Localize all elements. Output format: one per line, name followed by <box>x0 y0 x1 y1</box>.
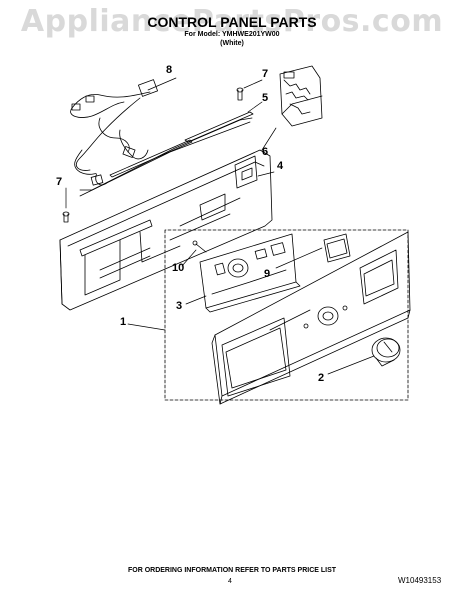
callout-5: 5 <box>262 92 269 104</box>
callout-10: 10 <box>172 262 185 274</box>
leader-lines <box>65 77 375 375</box>
knob <box>371 337 401 367</box>
screw-upper <box>236 87 244 101</box>
model-line: For Model: YMHWE201YW00 <box>184 31 280 38</box>
button-lens <box>323 233 351 263</box>
console-frame <box>59 149 273 311</box>
callout-7-upper: 7 <box>262 68 269 80</box>
callout-4: 4 <box>277 160 284 172</box>
callout-6: 6 <box>262 146 269 158</box>
callout-8: 8 <box>166 64 173 76</box>
page-title: CONTROL PANEL PARTS <box>147 14 317 30</box>
color-line: (White) <box>220 40 244 47</box>
model-subtitle: For Model: YMHWE201YW00 (White) <box>0 30 464 48</box>
callout-9: 9 <box>264 268 271 280</box>
wire-harness <box>70 79 253 197</box>
page-number: 4 <box>228 578 232 585</box>
console-panel <box>211 231 411 405</box>
callout-1: 1 <box>120 316 127 328</box>
document-number: W10493153 <box>398 576 442 585</box>
callout-3: 3 <box>176 300 183 312</box>
watermark: AppliancePartsPros.com <box>20 4 444 39</box>
ordering-note: FOR ORDERING INFORMATION REFER TO PARTS … <box>127 567 337 574</box>
brace <box>109 111 254 178</box>
control-board <box>199 233 301 313</box>
control-housing <box>279 65 323 127</box>
assembly-outline <box>164 229 409 401</box>
callout-7-lower: 7 <box>56 176 63 188</box>
callout-2: 2 <box>318 372 325 384</box>
board-screw <box>192 240 207 253</box>
screw-lower <box>62 211 70 223</box>
